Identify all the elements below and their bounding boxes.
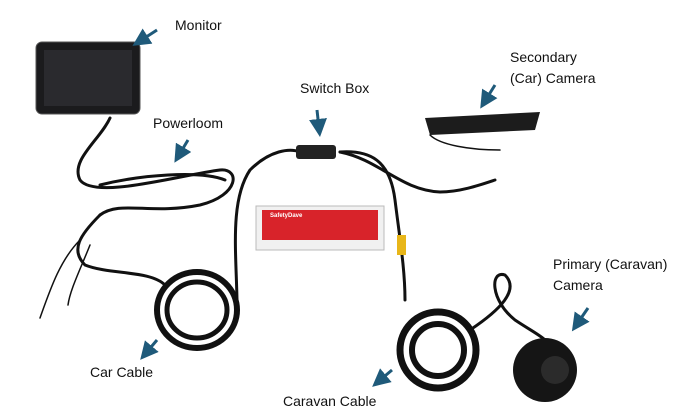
monitor-image: [35, 41, 141, 115]
switch-box-label: Switch Box: [300, 80, 370, 96]
secondary-camera-label-line2: (Car) Camera: [510, 70, 596, 86]
monitor-label: Monitor: [175, 17, 222, 33]
car-cable-arrow-icon: [140, 339, 159, 360]
switch-box-arrow-icon: [309, 109, 327, 137]
secondary-camera-arrow-icon: [480, 84, 498, 109]
powerloom-arrow-icon: [174, 139, 192, 163]
car-cable-label: Car Cable: [90, 364, 154, 380]
primary-camera-label-line2: Camera: [553, 277, 603, 293]
primary-camera-label-line1: Primary (Caravan): [553, 256, 668, 272]
powerloom-label: Powerloom: [153, 115, 224, 131]
primary-camera-image: [513, 338, 577, 402]
switch-box-image: [296, 145, 336, 159]
yellow-connector: [397, 235, 406, 255]
primary-camera-arrow-icon: [571, 307, 590, 332]
product-box-image: [255, 205, 385, 251]
box-brand-logo: SafetyDave: [270, 213, 303, 219]
monitor-arrow-icon: [132, 28, 158, 46]
secondary-camera-label-line1: Secondary: [510, 49, 577, 65]
caravan-cable-arrow-icon: [372, 368, 393, 387]
caravan-cable-label: Caravan Cable: [283, 393, 377, 409]
secondary-camera-image: [425, 112, 540, 135]
cables: [39, 116, 547, 392]
